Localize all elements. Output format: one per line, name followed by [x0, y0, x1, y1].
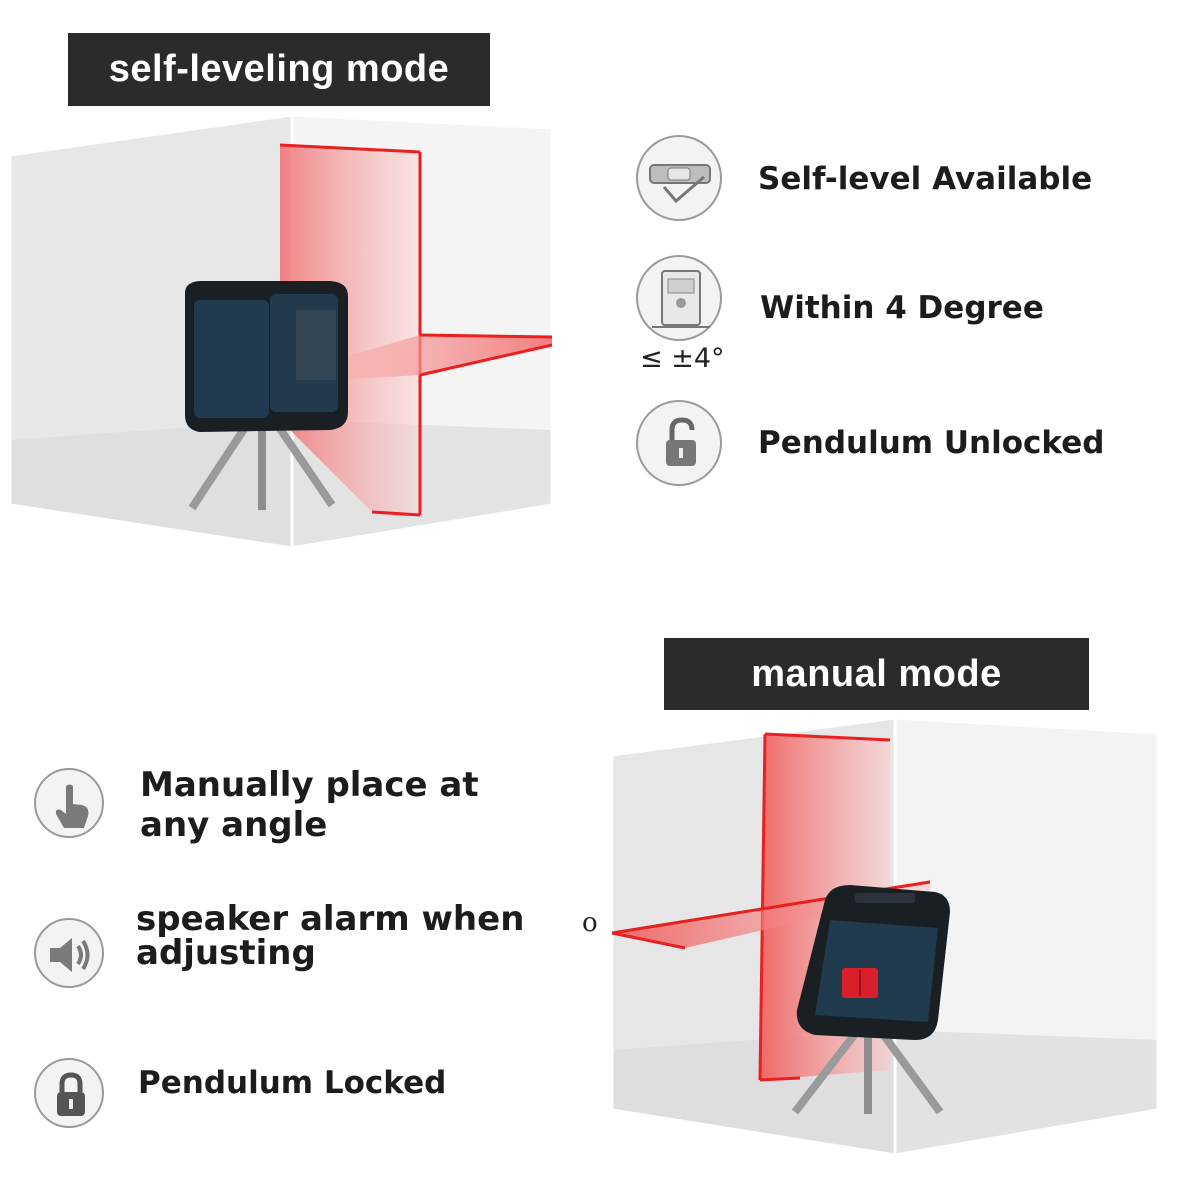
laser-level-device-manual	[791, 885, 950, 1115]
unlocked-padlock-icon	[636, 400, 722, 486]
speaker-icon	[34, 918, 104, 988]
level-check-icon	[636, 135, 722, 221]
pendulum-locked-label: Pendulum Locked	[138, 1065, 447, 1101]
locked-padlock-icon	[34, 1058, 104, 1128]
manual-mode-banner: manual mode	[664, 638, 1089, 710]
self-level-available-label: Self-level Available	[758, 161, 1093, 197]
tilt-range-label: ≤ ±4°	[640, 343, 725, 374]
room-box-manual	[610, 716, 1160, 1157]
hand-pointer-icon	[34, 768, 104, 838]
manually-place-label-line1: Manually place at	[140, 765, 479, 805]
speaker-alarm-label-line2: adjusting	[136, 933, 316, 973]
laser-level-device	[185, 281, 348, 511]
pendulum-unlocked-label: Pendulum Unlocked	[758, 425, 1105, 461]
self-leveling-mode-banner: self-leveling mode	[68, 33, 490, 106]
stray-mark: o	[582, 908, 598, 938]
speaker-alarm-label-line1: speaker alarm when	[136, 899, 525, 939]
tilt-icon	[636, 255, 722, 341]
within-4-degree-label: Within 4 Degree	[760, 290, 1044, 326]
manually-place-label-line2: any angle	[140, 805, 328, 845]
